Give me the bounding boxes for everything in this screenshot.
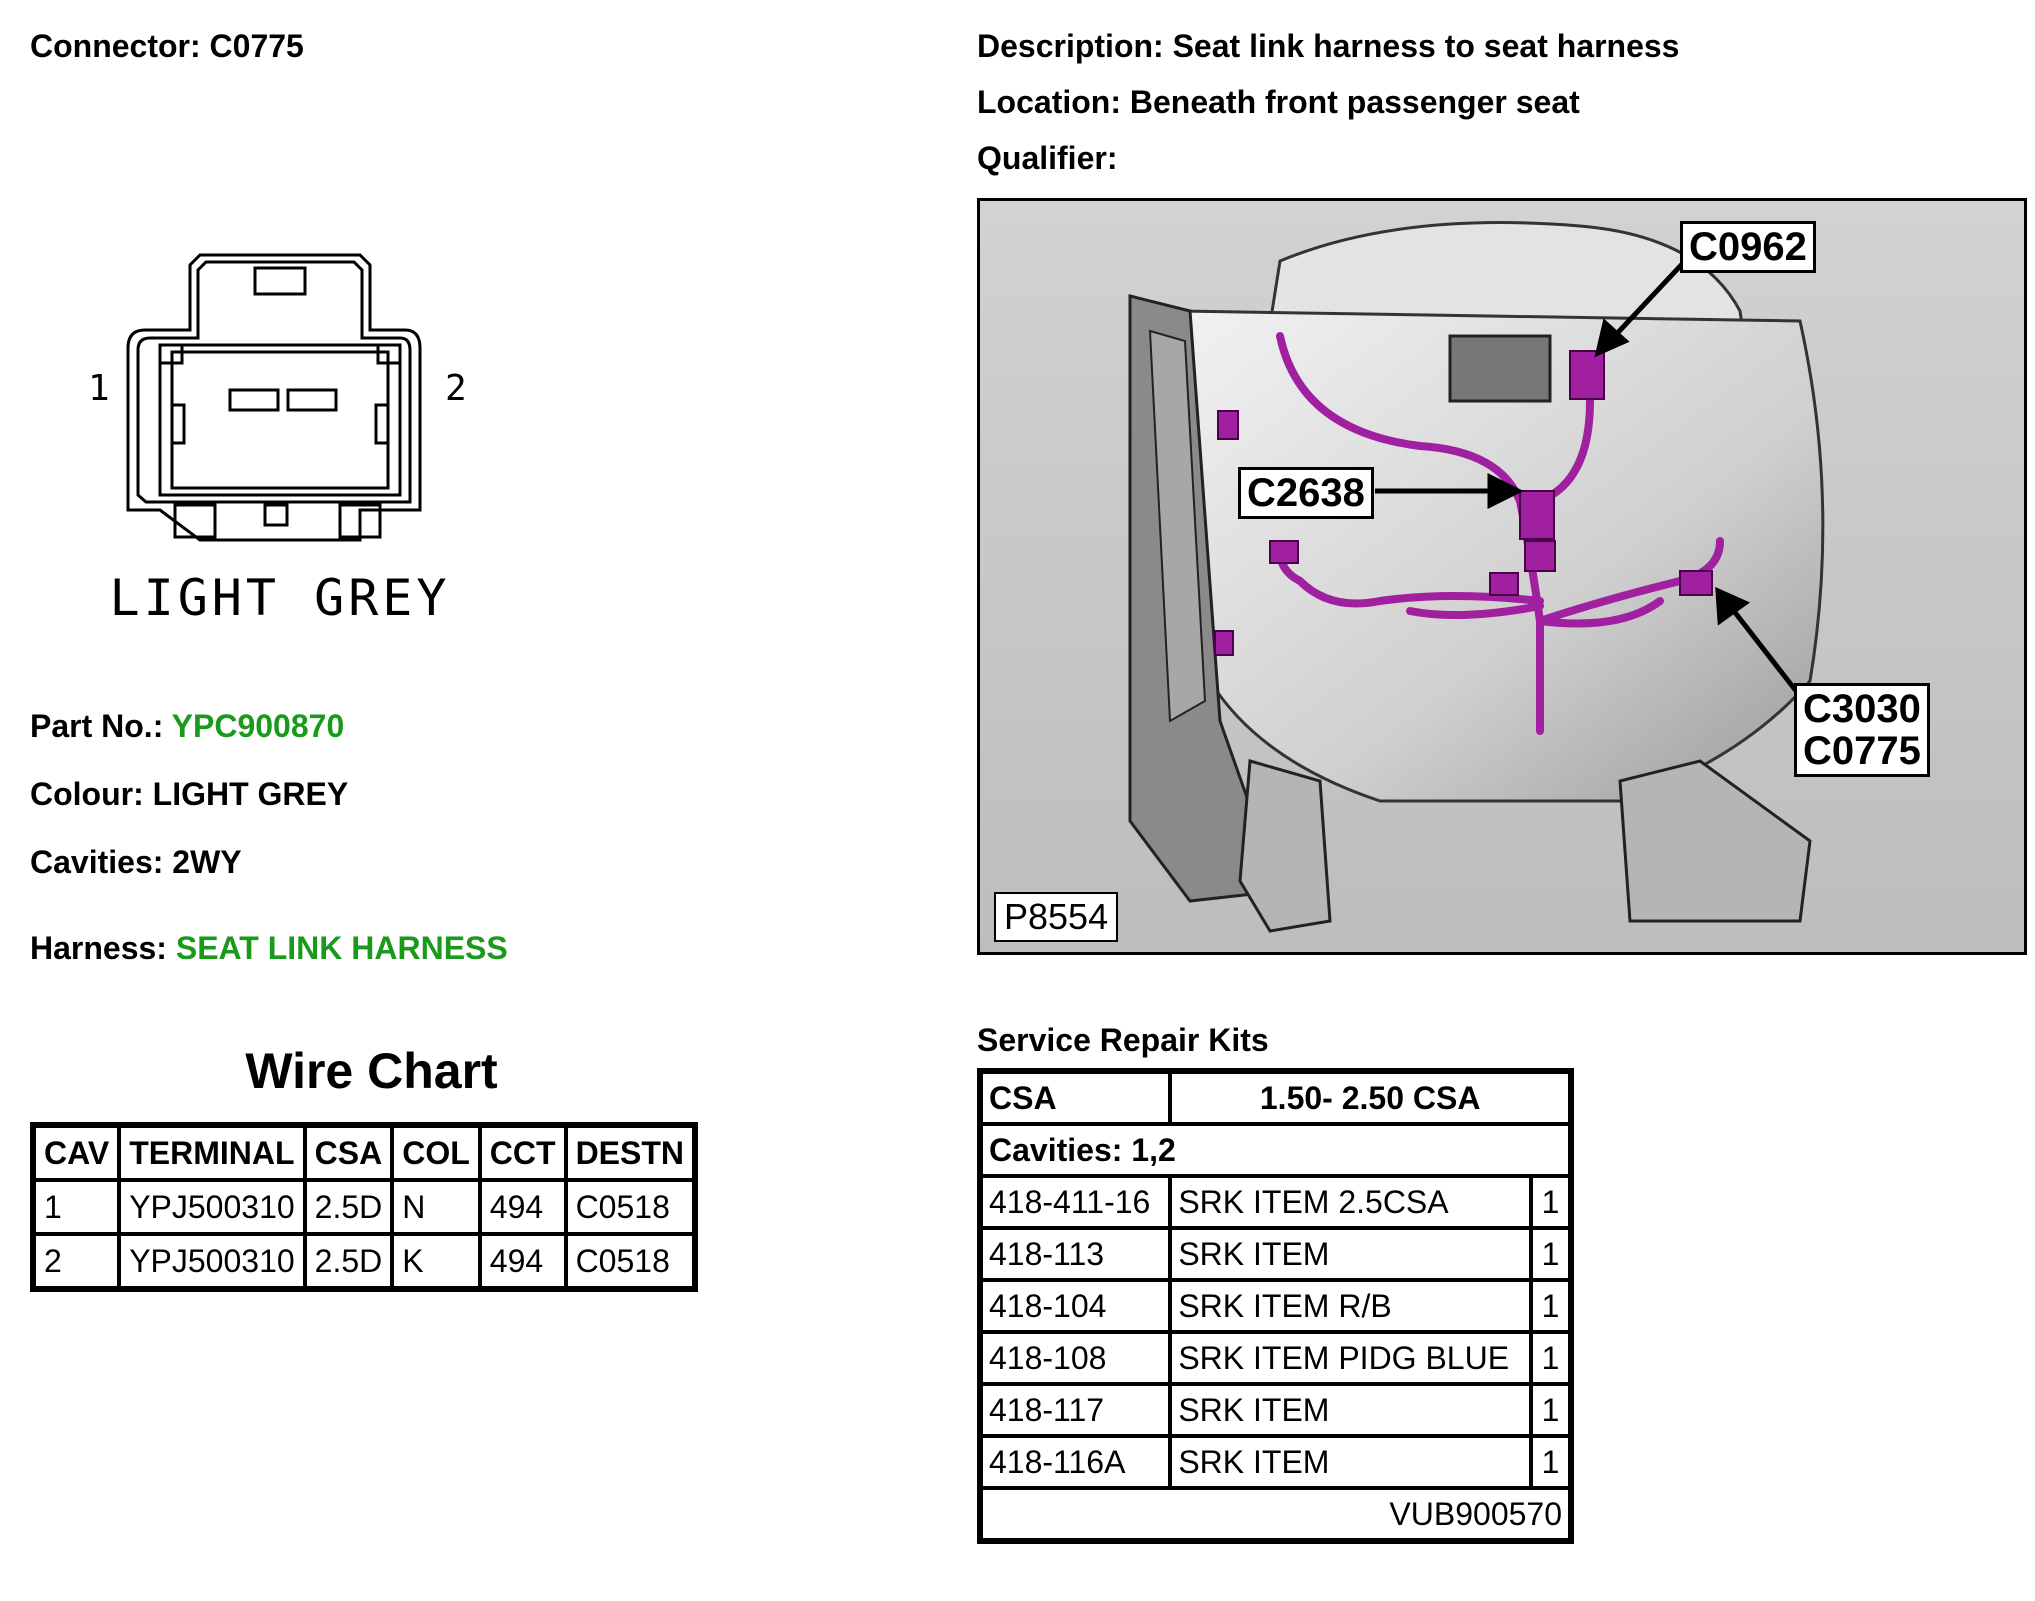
srk-title: Service Repair Kits	[977, 1022, 1269, 1058]
wire-chart-title: Wire Chart	[245, 1043, 498, 1099]
kit-code[interactable]: 418-108	[977, 1330, 1173, 1386]
colour-line: Colour: LIGHT GREY	[30, 776, 348, 813]
part-no-line: Part No.: YPC900870	[30, 708, 344, 745]
srk-cavities: Cavities: 1,2	[978, 1122, 1573, 1178]
qualifier-label: Qualifier:	[977, 140, 1118, 176]
csa-value: 1.50- 2.50 CSA	[1168, 1069, 1573, 1126]
cell-cav: 1	[30, 1178, 122, 1236]
harness-value[interactable]: SEAT LINK HARNESS	[175, 930, 508, 966]
srk-footer-code: VUB900570	[978, 1486, 1573, 1543]
table-row: 418-411-16 SRK ITEM 2.5CSA 1	[977, 1174, 1574, 1230]
kit-qty: 1	[1528, 1382, 1574, 1438]
cell-destn: C0518	[563, 1178, 698, 1236]
location-line: Location: Beneath front passenger seat	[977, 84, 1580, 121]
cavities-label: Cavities:	[30, 844, 164, 880]
table-row: 418-113 SRK ITEM 1	[977, 1226, 1574, 1282]
callout-c2638: C2638	[1238, 467, 1374, 519]
pin-label-1: 1	[88, 368, 110, 409]
location-value: Beneath front passenger seat	[1129, 84, 1580, 120]
kit-name: SRK ITEM	[1168, 1226, 1533, 1282]
connector-outline: 1 2 LIGHT GREY	[88, 253, 467, 627]
kit-qty: 1	[1528, 1330, 1574, 1386]
cell-col: N	[390, 1178, 482, 1236]
kit-code[interactable]: 418-117	[977, 1382, 1173, 1438]
cell-col: K	[390, 1232, 482, 1291]
column-header: CCT	[477, 1123, 568, 1182]
table-row: 418-116A SRK ITEM 1	[977, 1434, 1574, 1490]
kit-qty: 1	[1528, 1174, 1574, 1230]
colour-value: LIGHT GREY	[152, 776, 349, 812]
kit-name: SRK ITEM PIDG BLUE	[1168, 1330, 1533, 1386]
part-no-value[interactable]: YPC900870	[171, 708, 345, 744]
description-label: Description:	[977, 28, 1164, 64]
cell-cav: 2	[30, 1232, 122, 1291]
kit-qty: 1	[1528, 1226, 1574, 1282]
wire-chart-table: CAV TERMINAL CSA COL CCT DESTN 1 YPJ5003…	[30, 1122, 699, 1292]
seat-location-image: C0962 C2638 C3030 C0775 P8554	[977, 198, 2027, 955]
harness-line: Harness: SEAT LINK HARNESS	[30, 930, 508, 967]
kit-name: SRK ITEM 2.5CSA	[1168, 1174, 1533, 1230]
table-row: 1 YPJ500310 2.5D N 494 C0518	[30, 1178, 698, 1236]
colour-caption: LIGHT GREY	[109, 569, 450, 627]
srk-footer-row: VUB900570	[978, 1486, 1573, 1543]
kit-code[interactable]: 418-104	[977, 1278, 1173, 1334]
cell-terminal: YPJ500310	[117, 1178, 307, 1236]
description-value: Seat link harness to seat harness	[1172, 28, 1680, 64]
srk-cavities-row: Cavities: 1,2	[978, 1122, 1573, 1178]
callout-c3030: C3030	[1803, 687, 1921, 731]
kit-code[interactable]: 418-411-16	[977, 1174, 1173, 1230]
callout-c0775: C0775	[1803, 729, 1921, 773]
harness-label: Harness:	[30, 930, 167, 966]
callout-c3030-c0775: C3030 C0775	[1794, 683, 1930, 777]
part-no-label: Part No.:	[30, 708, 164, 744]
cavities-value: 2WY	[172, 844, 242, 880]
connector-face-diagram: 1 2 LIGHT GREY	[60, 230, 500, 655]
location-label: Location:	[977, 84, 1121, 120]
table-row: 418-117 SRK ITEM 1	[977, 1382, 1574, 1438]
column-header: DESTN	[563, 1123, 698, 1182]
callout-c0962: C0962	[1680, 221, 1816, 273]
seat-illustration	[980, 201, 2024, 952]
cell-cct: 494	[477, 1178, 568, 1236]
srk-csa-row: CSA 1.50- 2.50 CSA	[977, 1069, 1573, 1126]
table-row: 418-104 SRK ITEM R/B 1	[977, 1278, 1574, 1334]
description-line: Description: Seat link harness to seat h…	[977, 28, 1679, 65]
table-row: 418-108 SRK ITEM PIDG BLUE 1	[977, 1330, 1574, 1386]
table-row: 2 YPJ500310 2.5D K 494 C0518	[30, 1232, 698, 1291]
kit-code[interactable]: 418-113	[977, 1226, 1173, 1282]
connector-value: C0775	[209, 28, 304, 64]
pin-label-2: 2	[445, 368, 467, 409]
column-header: CAV	[30, 1123, 122, 1182]
cavities-line: Cavities: 2WY	[30, 844, 242, 881]
kit-qty: 1	[1528, 1434, 1574, 1490]
cell-csa: 2.5D	[302, 1232, 395, 1291]
kit-name: SRK ITEM	[1168, 1382, 1533, 1438]
kit-code[interactable]: 418-116A	[977, 1434, 1173, 1490]
csa-label: CSA	[977, 1069, 1173, 1126]
column-header: TERMINAL	[117, 1123, 307, 1182]
kit-qty: 1	[1528, 1278, 1574, 1334]
qualifier-line: Qualifier:	[977, 140, 1117, 177]
kit-name: SRK ITEM R/B	[1168, 1278, 1533, 1334]
cell-csa: 2.5D	[302, 1178, 395, 1236]
column-header: CSA	[302, 1123, 395, 1182]
kit-name: SRK ITEM	[1168, 1434, 1533, 1490]
connector-label: Connector:	[30, 28, 201, 64]
figure-id: P8554	[994, 892, 1119, 942]
service-repair-kits-table: CSA 1.50- 2.50 CSA Cavities: 1,2 418-411…	[977, 1068, 1574, 1544]
connector-line: Connector: C0775	[30, 28, 304, 65]
column-header: COL	[390, 1123, 482, 1182]
wire-chart-header-row: CAV TERMINAL CSA COL CCT DESTN	[30, 1123, 698, 1182]
colour-label: Colour:	[30, 776, 144, 812]
cell-cct: 494	[477, 1232, 568, 1291]
cell-terminal: YPJ500310	[117, 1232, 307, 1291]
cell-destn: C0518	[563, 1232, 698, 1291]
